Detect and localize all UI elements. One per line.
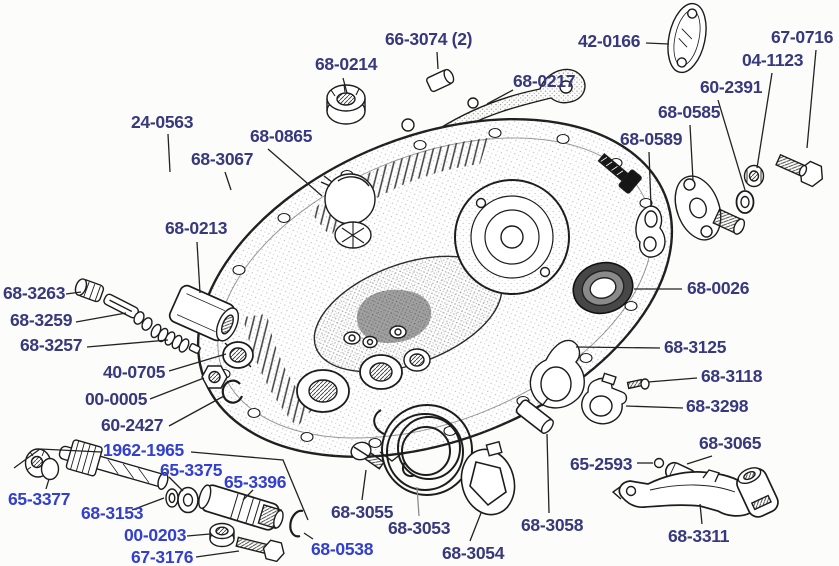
leader-line-67-3176 [195,550,240,558]
leader-line-65-3377 [45,478,50,490]
part-art-kickstart-shaft [58,439,169,490]
part-art-nut-00-0005 [201,365,228,389]
part-art-anchor-plate-68-3054 [460,440,516,516]
part-art-circlip-60-2427 [221,379,244,404]
part-art-lever-68-3311 [611,467,779,518]
leader-line-68-0217 [486,89,514,105]
leader-line-68-3311 [699,503,703,525]
leader-line-04-1123 [756,72,773,169]
part-art-nut-68-0214 [326,84,366,125]
part-art-shaft-68-3259 [103,293,153,331]
part-art-plate-42-0166 [667,2,707,74]
leader-line-00-0005 [149,377,205,400]
leader-line-42-0166 [645,42,670,45]
part-art-spring-68-3257 [150,323,201,354]
part-art-filler-cap-68-0865 [320,173,376,249]
leader-line-68-3067 [224,171,232,191]
part-art-screw-68-3118 [626,378,650,390]
part-art-washer-65-3375 [177,486,199,514]
leader-line-65-3375 [168,476,184,492]
leader-line-68-3054 [469,512,482,542]
leader-line-68-0865 [267,148,323,197]
leader-line-40-0705 [168,353,227,372]
leader-line-68-3259 [75,312,127,323]
leader-line-1962-1965 [190,451,309,521]
part-art-oring-68-0538 [289,509,304,538]
leader-line-68-3055 [361,469,367,501]
leader-line-68-3298 [625,405,684,409]
part-art-pin-66-3074 [426,68,455,93]
leader-line-65-3396 [242,489,254,501]
leader-line-68-3058 [546,433,550,514]
part-art-clamp-68-3125 [529,339,585,409]
leader-line-68-3263 [65,291,82,295]
leader-line-68-0589 [648,151,652,208]
part-art-gasket-68-0589 [635,205,666,258]
leader-line-68-3153 [131,497,165,511]
leader-line-66-3074 [436,51,439,70]
leader-line-68-0585 [689,124,694,181]
leader-line-68-0214 [342,77,348,94]
leader-line-68-3065 [686,455,713,465]
leader-line-1962-1965 [13,448,102,469]
leader-line-60-2427 [168,395,225,427]
part-art-pin-68-3058 [515,399,554,434]
part-art-oil-seal-68-0026 [572,261,634,315]
part-art-spring-68-3053 [373,404,473,496]
part-art-washer-60-2391 [735,190,755,214]
part-art-dark-bolt [597,153,642,194]
part-art-fitting-68-0585 [674,175,746,241]
leader-line-24-0563 [167,133,171,173]
part-art-screw-68-3055 [350,441,385,470]
leader-line-68-3125 [575,346,661,349]
leader-line-60-2391 [717,99,746,191]
leader-line-68-3118 [647,377,698,383]
part-art-nut-00-0203 [209,522,235,548]
leader-line-68-0213 [196,241,201,294]
leader-line-68-3053 [416,486,420,517]
part-art-nut-04-1123 [743,164,765,188]
leader-line-68-0538 [303,532,314,540]
part-art-clamp-68-3298 [581,372,628,425]
leader-line-00-0203 [186,533,211,537]
part-art-ball-65-2593 [653,457,665,469]
leader-line-67-0716 [806,49,817,149]
part-art-housing-65-3396 [198,484,284,531]
part-art-bolt-67-3176 [235,536,285,563]
part-art-sleeve-68-0213 [168,284,240,342]
part-art-bolt-67-0716 [775,153,824,188]
leader-line-68-3257 [86,339,169,348]
part-art-plug-68-3263 [74,278,105,303]
part-art-ratchet-65-3377 [24,448,60,481]
